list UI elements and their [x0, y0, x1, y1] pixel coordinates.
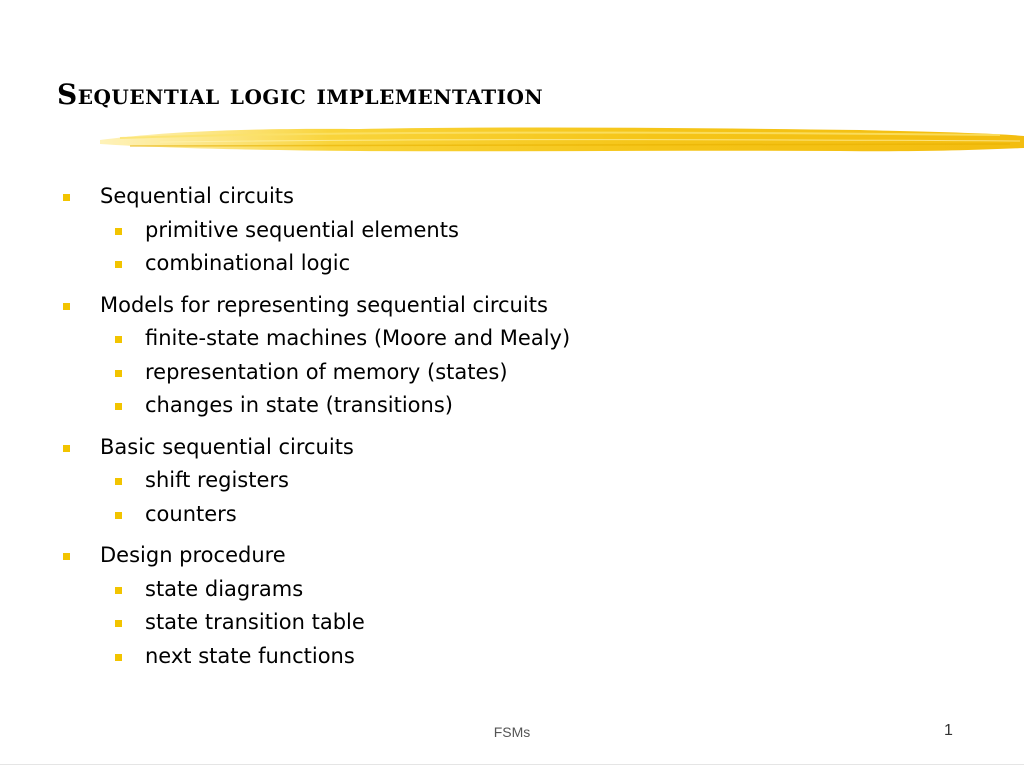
- square-bullet-icon: [115, 261, 122, 268]
- sub-bullet-text: representation of memory (states): [145, 359, 508, 384]
- bullet-group: Basic sequential circuits shift register…: [60, 431, 980, 532]
- square-bullet-icon: [115, 620, 122, 627]
- square-bullet-icon: [115, 403, 122, 410]
- sub-bullet-item: representation of memory (states): [60, 356, 980, 390]
- sub-bullet-item: changes in state (transitions): [60, 389, 980, 423]
- sub-bullet-item: next state functions: [60, 640, 980, 674]
- square-bullet-icon: [63, 553, 70, 560]
- sub-bullet-item: counters: [60, 498, 980, 532]
- square-bullet-icon: [63, 302, 70, 310]
- bullet-group: Models for representing sequential circu…: [60, 289, 980, 423]
- bullet-text: Basic sequential circuits: [100, 434, 354, 459]
- sub-bullet-item: state diagrams: [60, 573, 980, 607]
- title-underline-brush-stroke: [100, 127, 1024, 152]
- sub-bullet-item: combinational logic: [60, 247, 980, 281]
- bullet-text: Design procedure: [100, 543, 286, 567]
- bullet-item: Design procedure: [60, 539, 980, 573]
- bullet-list: Sequential circuits primitive sequential…: [60, 180, 980, 681]
- bullet-text: Sequential circuits: [100, 184, 294, 208]
- sub-bullet-text: counters: [145, 501, 237, 526]
- sub-bullet-text: state transition table: [145, 610, 365, 634]
- bullet-item: Models for representing sequential circu…: [60, 289, 980, 323]
- sub-bullet-item: shift registers: [60, 464, 980, 498]
- sub-bullet-text: state diagrams: [145, 576, 304, 601]
- sub-bullet-item: state transition table: [60, 606, 980, 640]
- slide-footer: FSMs: [493, 724, 531, 740]
- sub-bullet-text: changes in state (transitions): [145, 393, 453, 417]
- sub-bullet-text: next state functions: [145, 643, 355, 668]
- page-number: 1: [944, 722, 953, 739]
- slide-title: Sequential logic implementation: [57, 78, 544, 111]
- square-bullet-icon: [115, 586, 122, 594]
- sub-bullet-item: primitive sequential elements: [60, 214, 980, 248]
- bottom-divider: [0, 764, 1024, 765]
- bullet-group: Design procedure state diagrams state tr…: [60, 539, 980, 673]
- sub-bullet-text: combinational logic: [145, 251, 351, 275]
- square-bullet-icon: [63, 194, 70, 201]
- bullet-item: Basic sequential circuits: [60, 431, 980, 465]
- sub-bullet-text: finite-state machines (Moore and Mealy): [145, 326, 571, 350]
- bullet-text: Models for representing sequential circu…: [100, 292, 548, 317]
- square-bullet-icon: [115, 227, 122, 235]
- square-bullet-icon: [115, 336, 122, 343]
- sub-bullet-item: finite-state machines (Moore and Mealy): [60, 322, 980, 356]
- bullet-group: Sequential circuits primitive sequential…: [60, 180, 980, 281]
- square-bullet-icon: [115, 369, 122, 377]
- square-bullet-icon: [63, 444, 70, 452]
- square-bullet-icon: [115, 653, 122, 661]
- sub-bullet-text: shift registers: [145, 468, 289, 492]
- sub-bullet-text: primitive sequential elements: [145, 217, 459, 242]
- square-bullet-icon: [115, 478, 122, 485]
- bullet-item: Sequential circuits: [60, 180, 980, 214]
- square-bullet-icon: [115, 511, 122, 519]
